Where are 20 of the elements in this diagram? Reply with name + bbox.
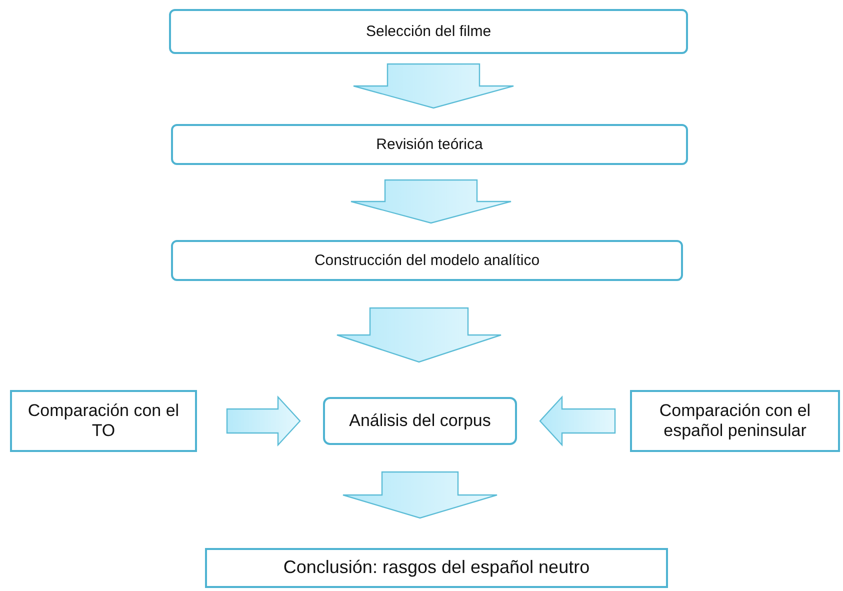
step-label: Análisis del corpus	[349, 410, 491, 432]
process-box	[323, 397, 517, 445]
block-arrow	[350, 179, 512, 224]
process-box	[10, 390, 197, 452]
step-label: Selección del filme	[366, 22, 492, 40]
step-label: Revisión teórica	[376, 136, 483, 154]
process-box	[169, 9, 688, 54]
process-box	[205, 548, 668, 588]
block-arrow	[226, 395, 301, 447]
process-box	[630, 390, 840, 452]
step-label: Conclusión: rasgos del español neutro	[283, 557, 590, 579]
block-arrow	[539, 395, 616, 447]
block-arrow	[352, 63, 514, 109]
process-box	[171, 124, 688, 165]
step-label: Comparación con el TO	[26, 400, 180, 442]
step-label: Comparación con el español peninsular	[658, 400, 812, 442]
step-label: Construcción del modelo analítico	[314, 252, 540, 270]
block-arrow	[342, 471, 498, 519]
process-box	[171, 240, 683, 281]
block-arrow	[336, 307, 502, 363]
